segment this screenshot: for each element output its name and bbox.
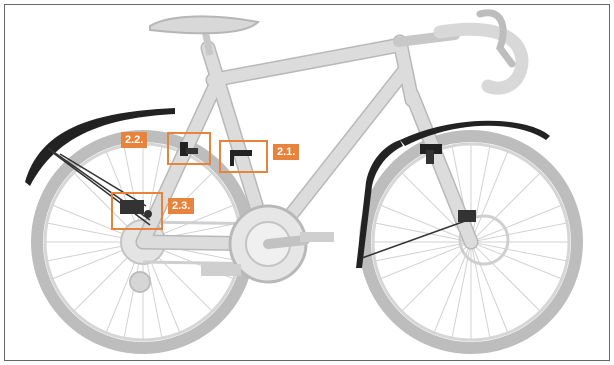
derailleur (130, 272, 150, 292)
saddle (150, 16, 258, 33)
pedal (300, 232, 334, 242)
callout-label-2-1: 2.1. (273, 144, 299, 160)
callout-box-2-2 (167, 132, 211, 165)
callout-label-2-2: 2.2. (121, 132, 147, 148)
callout-label-2-3: 2.3. (168, 198, 194, 214)
pedal (201, 264, 241, 276)
fork-stay-clamp (458, 210, 476, 222)
front-fender-stay (362, 220, 468, 258)
callout-box-2-1 (219, 140, 268, 173)
callout-box-2-3 (111, 192, 163, 230)
